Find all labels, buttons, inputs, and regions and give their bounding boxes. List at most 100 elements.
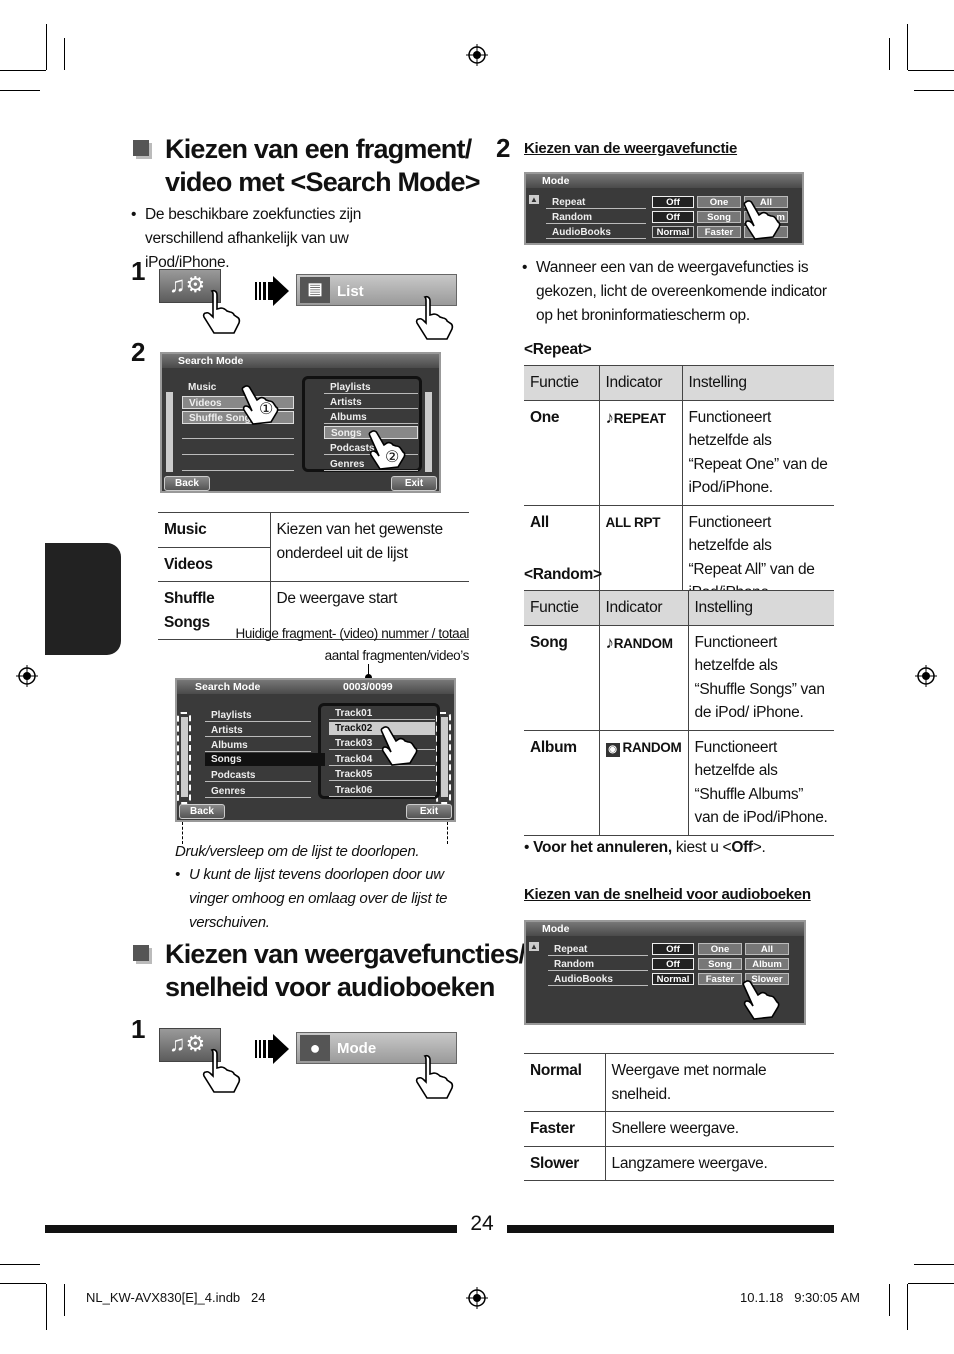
speed-normal: Normal [524,1053,605,1112]
heading-audiobook-speed: Kiezen van de snelheid voor audioboeken [524,886,811,903]
search-mode-screen: Search Mode Music Videos Shuffle Songs P… [160,352,441,493]
music-settings-button[interactable]: ♫⚙ [159,269,221,303]
drag-bullet: U kunt de lijst tevens doorlopen door uw… [189,866,448,931]
random-album-option[interactable]: Album [745,958,789,970]
audio-faster-option[interactable]: Faster [697,226,741,238]
list-item-playlists[interactable]: Playlists [324,381,418,394]
section2-title-line1: Kiezen van weergavefuncties/ [165,939,526,969]
music-gear-icon: ♫⚙ [169,272,206,297]
section1-bullet: De beschikbare zoekfuncties zijn verschi… [145,206,362,271]
table-cell-shuffle: Shuffle Songs [158,581,270,640]
touch-hand-icon [368,430,406,470]
heading-playback-function: Kiezen van de weergavefunctie [524,140,738,157]
registration-mark-icon [16,665,38,687]
repeat-all-option[interactable]: All [745,943,789,955]
section1-title-line2: video met <Search Mode> [165,167,481,197]
section-square-icon [133,945,149,961]
touch-hand-icon [241,385,279,425]
section2-title-line2: snelheid voor audioboeken [165,972,495,1002]
repeat-one-option[interactable]: One [697,196,741,208]
list-item-albums[interactable]: Albums [324,411,418,424]
mode-icon: ● [300,1035,330,1061]
track-item[interactable]: Track01 [329,707,435,720]
random-song-option[interactable]: Song [697,211,741,223]
scrollbar[interactable] [181,717,188,797]
mode-label-repeat: Repeat [548,943,648,956]
touch-hand-icon [415,295,454,340]
screen-title: Mode [526,174,802,188]
back-button[interactable]: Back [179,804,225,819]
list-item-playlists[interactable]: Playlists [205,709,311,722]
indicator-random-album: RANDOM [622,739,682,755]
random-song-desc: Functioneert hetzelfde als “Shuffle Song… [687,624,834,731]
table-cell-videos: Videos [158,546,270,582]
header-indicator: Indicator [598,365,682,401]
speed-faster: Faster [524,1111,605,1147]
note-icon: ♪ [605,407,615,427]
marker-1: ① [259,401,274,418]
up-arrow-icon: ▲ [529,195,539,204]
table-cell-desc: De weergave start [269,581,469,640]
random-song-name: Song [524,624,599,731]
repeat-one-desc: Functioneert hetzelfde als “Repeat One” … [681,399,834,506]
repeat-off-option[interactable]: Off [652,943,694,955]
exit-button[interactable]: Exit [406,804,452,819]
repeat-off-option[interactable]: Off [652,196,694,208]
audio-normal-option[interactable]: Normal [652,973,694,985]
track-item[interactable]: Track04 [329,753,435,766]
random-album-desc: Functioneert hetzelfde als “Shuffle Albu… [687,729,834,836]
back-button[interactable]: Back [164,476,210,491]
scrollbar[interactable] [166,392,173,472]
audio-normal-option[interactable]: Normal [652,226,694,238]
audio-faster-option[interactable]: Faster [698,973,742,985]
touch-hand-icon [380,726,418,766]
touch-hand-icon [415,1054,454,1099]
header-functie: Functie [524,365,599,401]
speed-normal-desc: Weergave met normale snelheid. [604,1053,834,1112]
exit-button[interactable]: Exit [391,476,437,491]
list-item-music[interactable]: Music [188,382,217,393]
arrow-right-icon [255,1034,289,1064]
repeat-all-option[interactable]: All [744,196,788,208]
list-item-songs[interactable]: Songs [205,753,325,766]
music-gear-icon: ♫⚙ [169,1031,206,1056]
scrollbar[interactable] [441,717,448,797]
list-item-genres[interactable]: Genres [324,458,418,471]
list-item-podcasts[interactable]: Podcasts [205,769,311,782]
header-instelling: Instelling [681,365,834,401]
indicator-bullet: Wanneer een van de weergavefuncties is g… [536,259,827,324]
mode-screen: Mode ▲ Repeat Random AudioBooks Off One … [524,172,804,245]
touch-hand-icon [743,200,781,240]
track-item[interactable]: Track06 [329,784,435,797]
marker-2: ② [385,449,400,466]
random-off-option[interactable]: Off [652,958,694,970]
language-side-tab: NEDERLANDS [45,434,138,655]
step-number: 1 [131,1014,146,1044]
mode-label-audiobooks: AudioBooks [546,226,646,239]
music-settings-button[interactable]: ♫⚙ [159,1028,221,1062]
screen-title: Search Mode [177,680,454,694]
header-instelling: Instelling [687,590,834,626]
scrollbar[interactable] [425,392,432,472]
track-item[interactable]: Track05 [329,768,435,781]
random-heading: <Random> [524,566,602,583]
audio-slower-option[interactable]: Slower [745,973,789,985]
repeat-one-option[interactable]: One [698,943,742,955]
random-song-option[interactable]: Song [698,958,742,970]
header-indicator: Indicator [598,590,688,626]
list-item-albums[interactable]: Albums [205,739,311,752]
mode-button-label: Mode [337,1040,377,1057]
screen-title: Search Mode [162,354,439,368]
registration-mark-icon [915,665,937,687]
random-off-option[interactable]: Off [652,211,694,223]
list-item-genres[interactable]: Genres [205,785,311,798]
list-button-label: List [337,283,364,300]
registration-mark-icon [466,1287,488,1309]
list-item-artists[interactable]: Artists [205,724,311,737]
touch-hand-icon [202,289,241,334]
mode-screen-audiobooks: Mode ▲ Repeat Random AudioBooks Off One … [524,920,806,1025]
speed-slower-desc: Langzamere weergave. [604,1145,834,1181]
list-item-artists[interactable]: Artists [324,396,418,409]
